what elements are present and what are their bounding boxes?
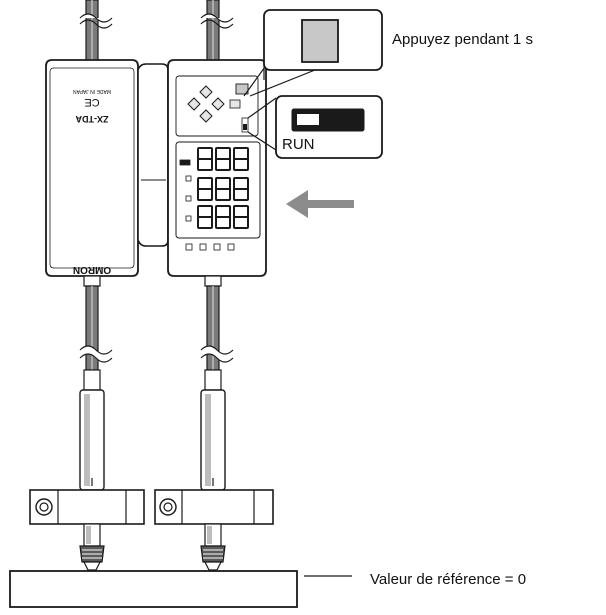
bottom-indicators bbox=[185, 243, 235, 251]
button-zoom-callout bbox=[243, 9, 383, 97]
top-cables bbox=[79, 0, 234, 63]
indicator-leds bbox=[179, 159, 192, 222]
run-switch-callout bbox=[247, 95, 383, 159]
model-label: ZX-TDA bbox=[75, 114, 108, 124]
ce-mark: CE bbox=[84, 96, 99, 108]
probe-right bbox=[154, 369, 274, 571]
pointing-arrow bbox=[286, 190, 354, 218]
direction-keys bbox=[187, 85, 241, 123]
lower-cables bbox=[79, 285, 234, 371]
probe-left bbox=[29, 369, 145, 571]
brand-label: OMRON bbox=[73, 264, 111, 275]
device-zero-button bbox=[235, 83, 249, 95]
run-mode-switch-knob bbox=[297, 114, 319, 125]
amplifier-unit-left: MADE IN JAPAN CE ZX-TDA OMRON bbox=[45, 59, 139, 287]
zero-reset-button[interactable] bbox=[301, 19, 339, 63]
run-switch-label: RUN bbox=[282, 136, 315, 153]
reference-value-label: Valeur de référence = 0 bbox=[370, 571, 526, 588]
seven-segment-digits bbox=[197, 147, 249, 229]
reference-workpiece bbox=[9, 570, 352, 608]
amplifier-unit-right bbox=[167, 59, 267, 287]
press-instruction-label: Appuyez pendant 1 s bbox=[392, 31, 533, 48]
origin-label: MADE IN JAPAN bbox=[73, 88, 111, 94]
unit-connector bbox=[137, 63, 169, 247]
